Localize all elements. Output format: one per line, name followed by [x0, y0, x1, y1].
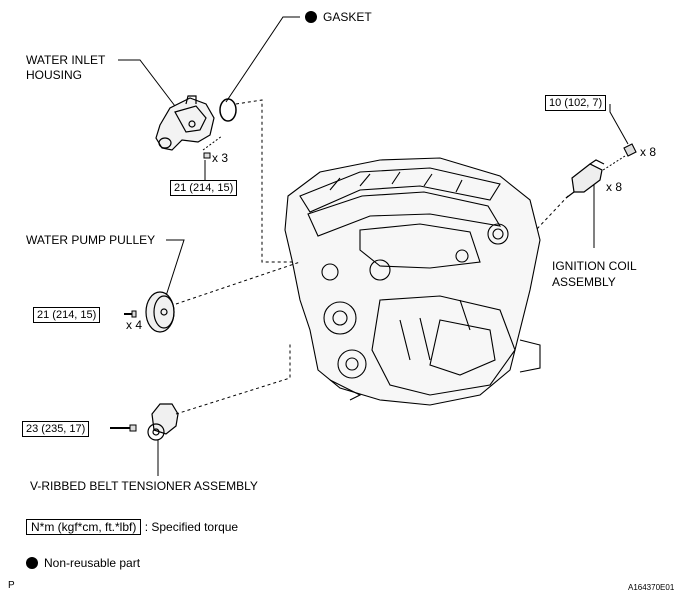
gasket-ring [219, 98, 237, 122]
gasket-label: GASKET [305, 10, 372, 25]
nonreusable-dot-icon [26, 557, 38, 569]
ignition-coil-label-line1: IGNITION COIL [552, 259, 637, 273]
nonreusable-dot-icon [305, 11, 317, 23]
water-inlet-housing-label-line1: WATER INLET [26, 53, 106, 67]
legend-torque-text: : Specified torque [144, 520, 239, 534]
water-pump-pulley-label: WATER PUMP PULLEY [26, 233, 156, 247]
ignition-coil-label-line2: ASSEMBLY [552, 275, 616, 289]
figure-code: A164370E01 [628, 583, 675, 592]
water-inlet-housing-label-line2: HOUSING [26, 68, 83, 82]
belt-tensioner [147, 403, 179, 441]
gasket-dash [235, 99, 300, 263]
tensioner-label: V-RIBBED BELT TENSIONER ASSEMBLY [30, 479, 258, 493]
gasket-leader [225, 16, 300, 103]
coil-bolt-leader [609, 104, 629, 145]
inlet-bolt-torque: 21 (214, 15) [170, 180, 238, 196]
engine-assembly [284, 157, 541, 406]
legend-torque: N*m (kgf*cm, ft.*lbf) : Specified torque [26, 519, 239, 535]
pulley-bolt-torque: 21 (214, 15) [33, 307, 101, 323]
corner-left-code: P [8, 580, 15, 591]
coil-bolt [623, 143, 637, 157]
tensioner-bolt-torque: 23 (235, 17) [22, 421, 90, 437]
legend-torque-unit: N*m (kgf*cm, ft.*lbf) [26, 519, 142, 535]
coil-bolt-torque: 10 (102, 7) [545, 95, 607, 111]
legend-nonreusable: Non-reusable part [26, 556, 140, 571]
pulley-bolt-quantity: x 4 [126, 318, 143, 332]
water-inlet-leader [118, 59, 179, 111]
coil-bolt-quantity: x 8 [640, 145, 657, 159]
inlet-bolt-quantity: x 3 [212, 151, 229, 165]
water-pump-pulley-leader [165, 239, 185, 297]
water-pump-pulley [145, 291, 175, 333]
coil-to-engine-dash [535, 195, 569, 231]
ignition-coil [565, 159, 605, 199]
coil-quantity: x 8 [606, 180, 623, 194]
water-inlet-housing [155, 95, 215, 151]
